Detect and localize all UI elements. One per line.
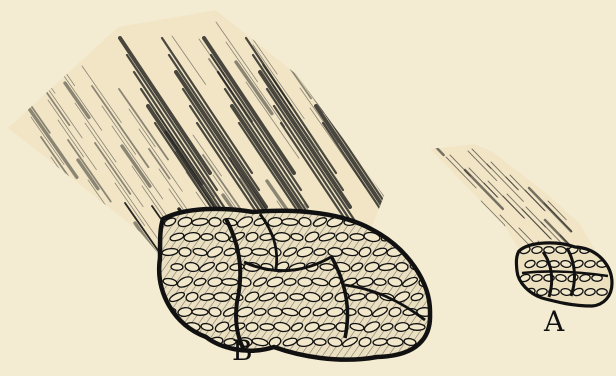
bundle-a-label: A — [544, 308, 564, 336]
small-fiber-streak — [456, 227, 490, 262]
fiber-streak — [351, 37, 395, 101]
bundle-b-label: B — [232, 337, 253, 365]
small-fiber-streak — [437, 214, 463, 241]
fiber-cross-section — [162, 338, 178, 345]
small-fiber-streak — [535, 150, 559, 174]
fiber-cross-section — [298, 277, 312, 286]
fiber-cross-section — [417, 217, 434, 227]
fiber-cross-section — [214, 292, 230, 301]
fiber-cross-section — [409, 323, 425, 330]
fiber-cross-section — [222, 278, 238, 285]
small-fiber-streak — [475, 240, 516, 282]
fiber-cross-section — [396, 262, 408, 271]
fiber-cross-section — [282, 218, 298, 225]
fiber-cross-section — [320, 263, 334, 270]
fiber-cross-section — [290, 293, 304, 300]
fiber-cross-section — [209, 217, 221, 226]
fiber-cross-section — [252, 248, 268, 255]
fiber-streak — [334, 54, 363, 96]
small-fiber-streak — [453, 246, 496, 290]
small-fiber-streak — [449, 248, 470, 270]
fiber-cross-section — [192, 308, 208, 315]
fiber-streak — [45, 43, 75, 86]
fiber-streak — [324, 34, 376, 109]
small-fiber-cross-section — [597, 289, 607, 296]
fiber-cross-section — [179, 247, 191, 256]
fiber-cross-section — [417, 246, 432, 257]
fiber-cross-section — [274, 232, 290, 241]
fiber-streak — [361, 57, 383, 88]
fiber-cross-section — [409, 233, 426, 242]
fiber-streak — [307, 51, 343, 103]
small-fiber-streak — [557, 144, 579, 167]
fiber-streak — [8, 20, 28, 49]
fiber-cross-section — [402, 217, 417, 227]
fiber-cross-section — [314, 338, 326, 345]
small-fiber-streak — [440, 195, 457, 212]
small-fiber-streak — [459, 208, 484, 233]
fiber-streak — [344, 74, 390, 140]
small-fiber-cross-section — [544, 247, 554, 254]
fiber-cross-section — [328, 247, 342, 256]
fiber-cross-section — [387, 337, 403, 346]
fiber-cross-section — [171, 263, 183, 270]
fiber-cross-section — [374, 278, 386, 285]
fiber-streak — [364, 114, 404, 172]
fiber-cross-section — [268, 307, 282, 316]
fiber-cross-section — [260, 323, 274, 330]
fiber-cross-section — [394, 231, 410, 243]
small-fiber-streak — [434, 233, 469, 269]
fiber-streak — [18, 40, 55, 93]
fiber-cross-section — [178, 337, 191, 348]
bundle-b-cut-end — [150, 200, 440, 370]
fiber-cross-section — [201, 233, 213, 240]
small-fiber-streak — [554, 163, 586, 195]
fiber-streak — [354, 94, 377, 128]
fiber-cross-section — [388, 216, 403, 229]
fiber-cross-section — [350, 233, 364, 240]
